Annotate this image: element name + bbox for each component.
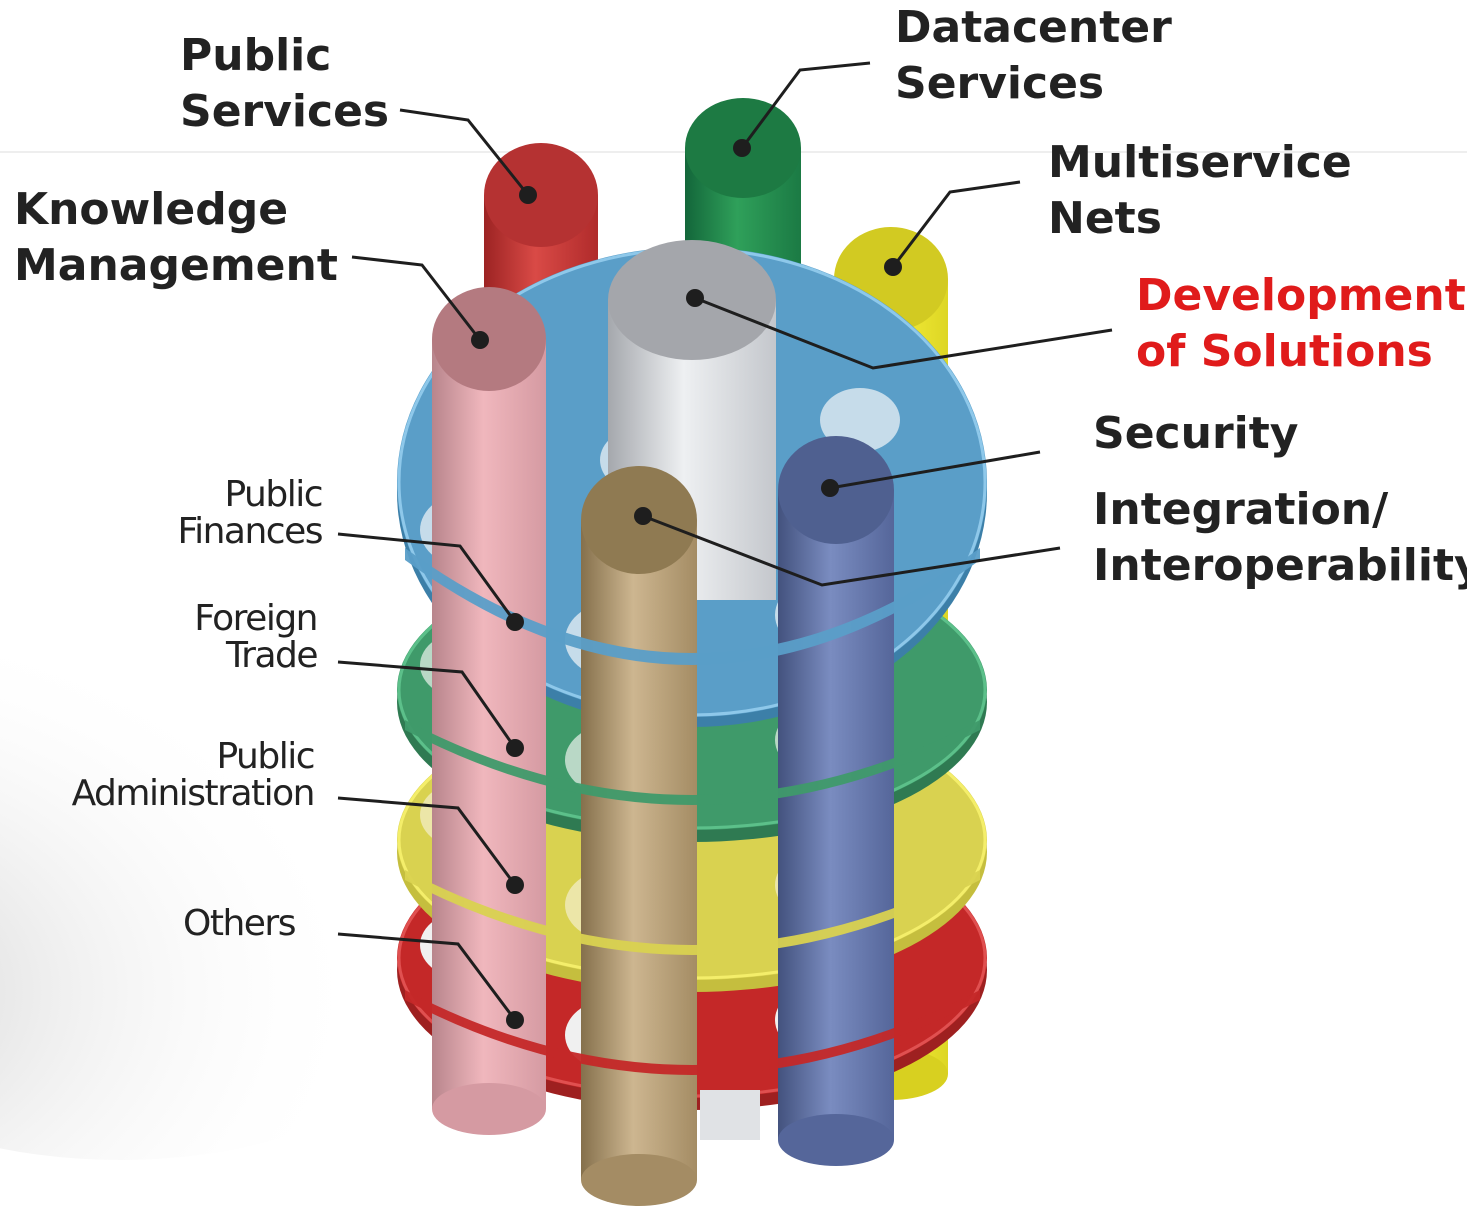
ring-front-public-finances: [405, 548, 980, 665]
label-line: Administration: [71, 773, 316, 814]
label-integration-interoperability: Integration/ Interoperability: [1093, 482, 1467, 594]
label-public-services: Public Services: [180, 28, 389, 140]
label-line: Trade: [225, 635, 319, 676]
label-line: Security: [1093, 408, 1299, 459]
label-line: Management: [14, 240, 338, 291]
label-public-administration: Public Administration: [71, 736, 316, 814]
label-line: Interoperability: [1093, 540, 1467, 591]
background-shadow: [0, 600, 540, 1160]
label-security: Security: [1093, 406, 1298, 462]
label-line: Public: [216, 736, 315, 777]
anchor-dots: [471, 139, 902, 1029]
label-line: Nets: [1048, 193, 1162, 244]
label-line: Services: [895, 58, 1105, 109]
label-others: Others: [183, 903, 296, 944]
label-line: Multiservice: [1048, 137, 1352, 188]
column-integration-interoperability: [581, 466, 697, 1206]
label-foreign-trade: Foreign Trade: [194, 598, 319, 676]
label-line: Development: [1136, 270, 1466, 321]
label-line: Public: [180, 30, 332, 81]
label-line: Knowledge: [14, 184, 289, 235]
ring-front-public-administration: [405, 870, 980, 955]
ring-front-others: [405, 990, 980, 1075]
label-datacenter-services: Datacenter Services: [895, 0, 1172, 112]
label-multiservice-nets: Multiservice Nets: [1048, 135, 1352, 247]
label-line: Foreign: [194, 598, 318, 639]
label-line: Others: [183, 903, 296, 944]
label-line: Integration/: [1093, 484, 1389, 535]
leader-lines: [337, 61, 1113, 1021]
label-public-finances: Public Finances: [177, 474, 324, 552]
ring-front-foreign-trade: [405, 720, 980, 805]
label-line: Finances: [177, 511, 324, 552]
label-knowledge-management: Knowledge Management: [14, 182, 338, 294]
label-line: Datacenter: [895, 2, 1172, 53]
label-line: Services: [180, 86, 390, 137]
label-line: of Solutions: [1136, 326, 1433, 377]
label-line: Public: [224, 474, 323, 515]
label-development-of-solutions: Development of Solutions: [1136, 268, 1466, 380]
